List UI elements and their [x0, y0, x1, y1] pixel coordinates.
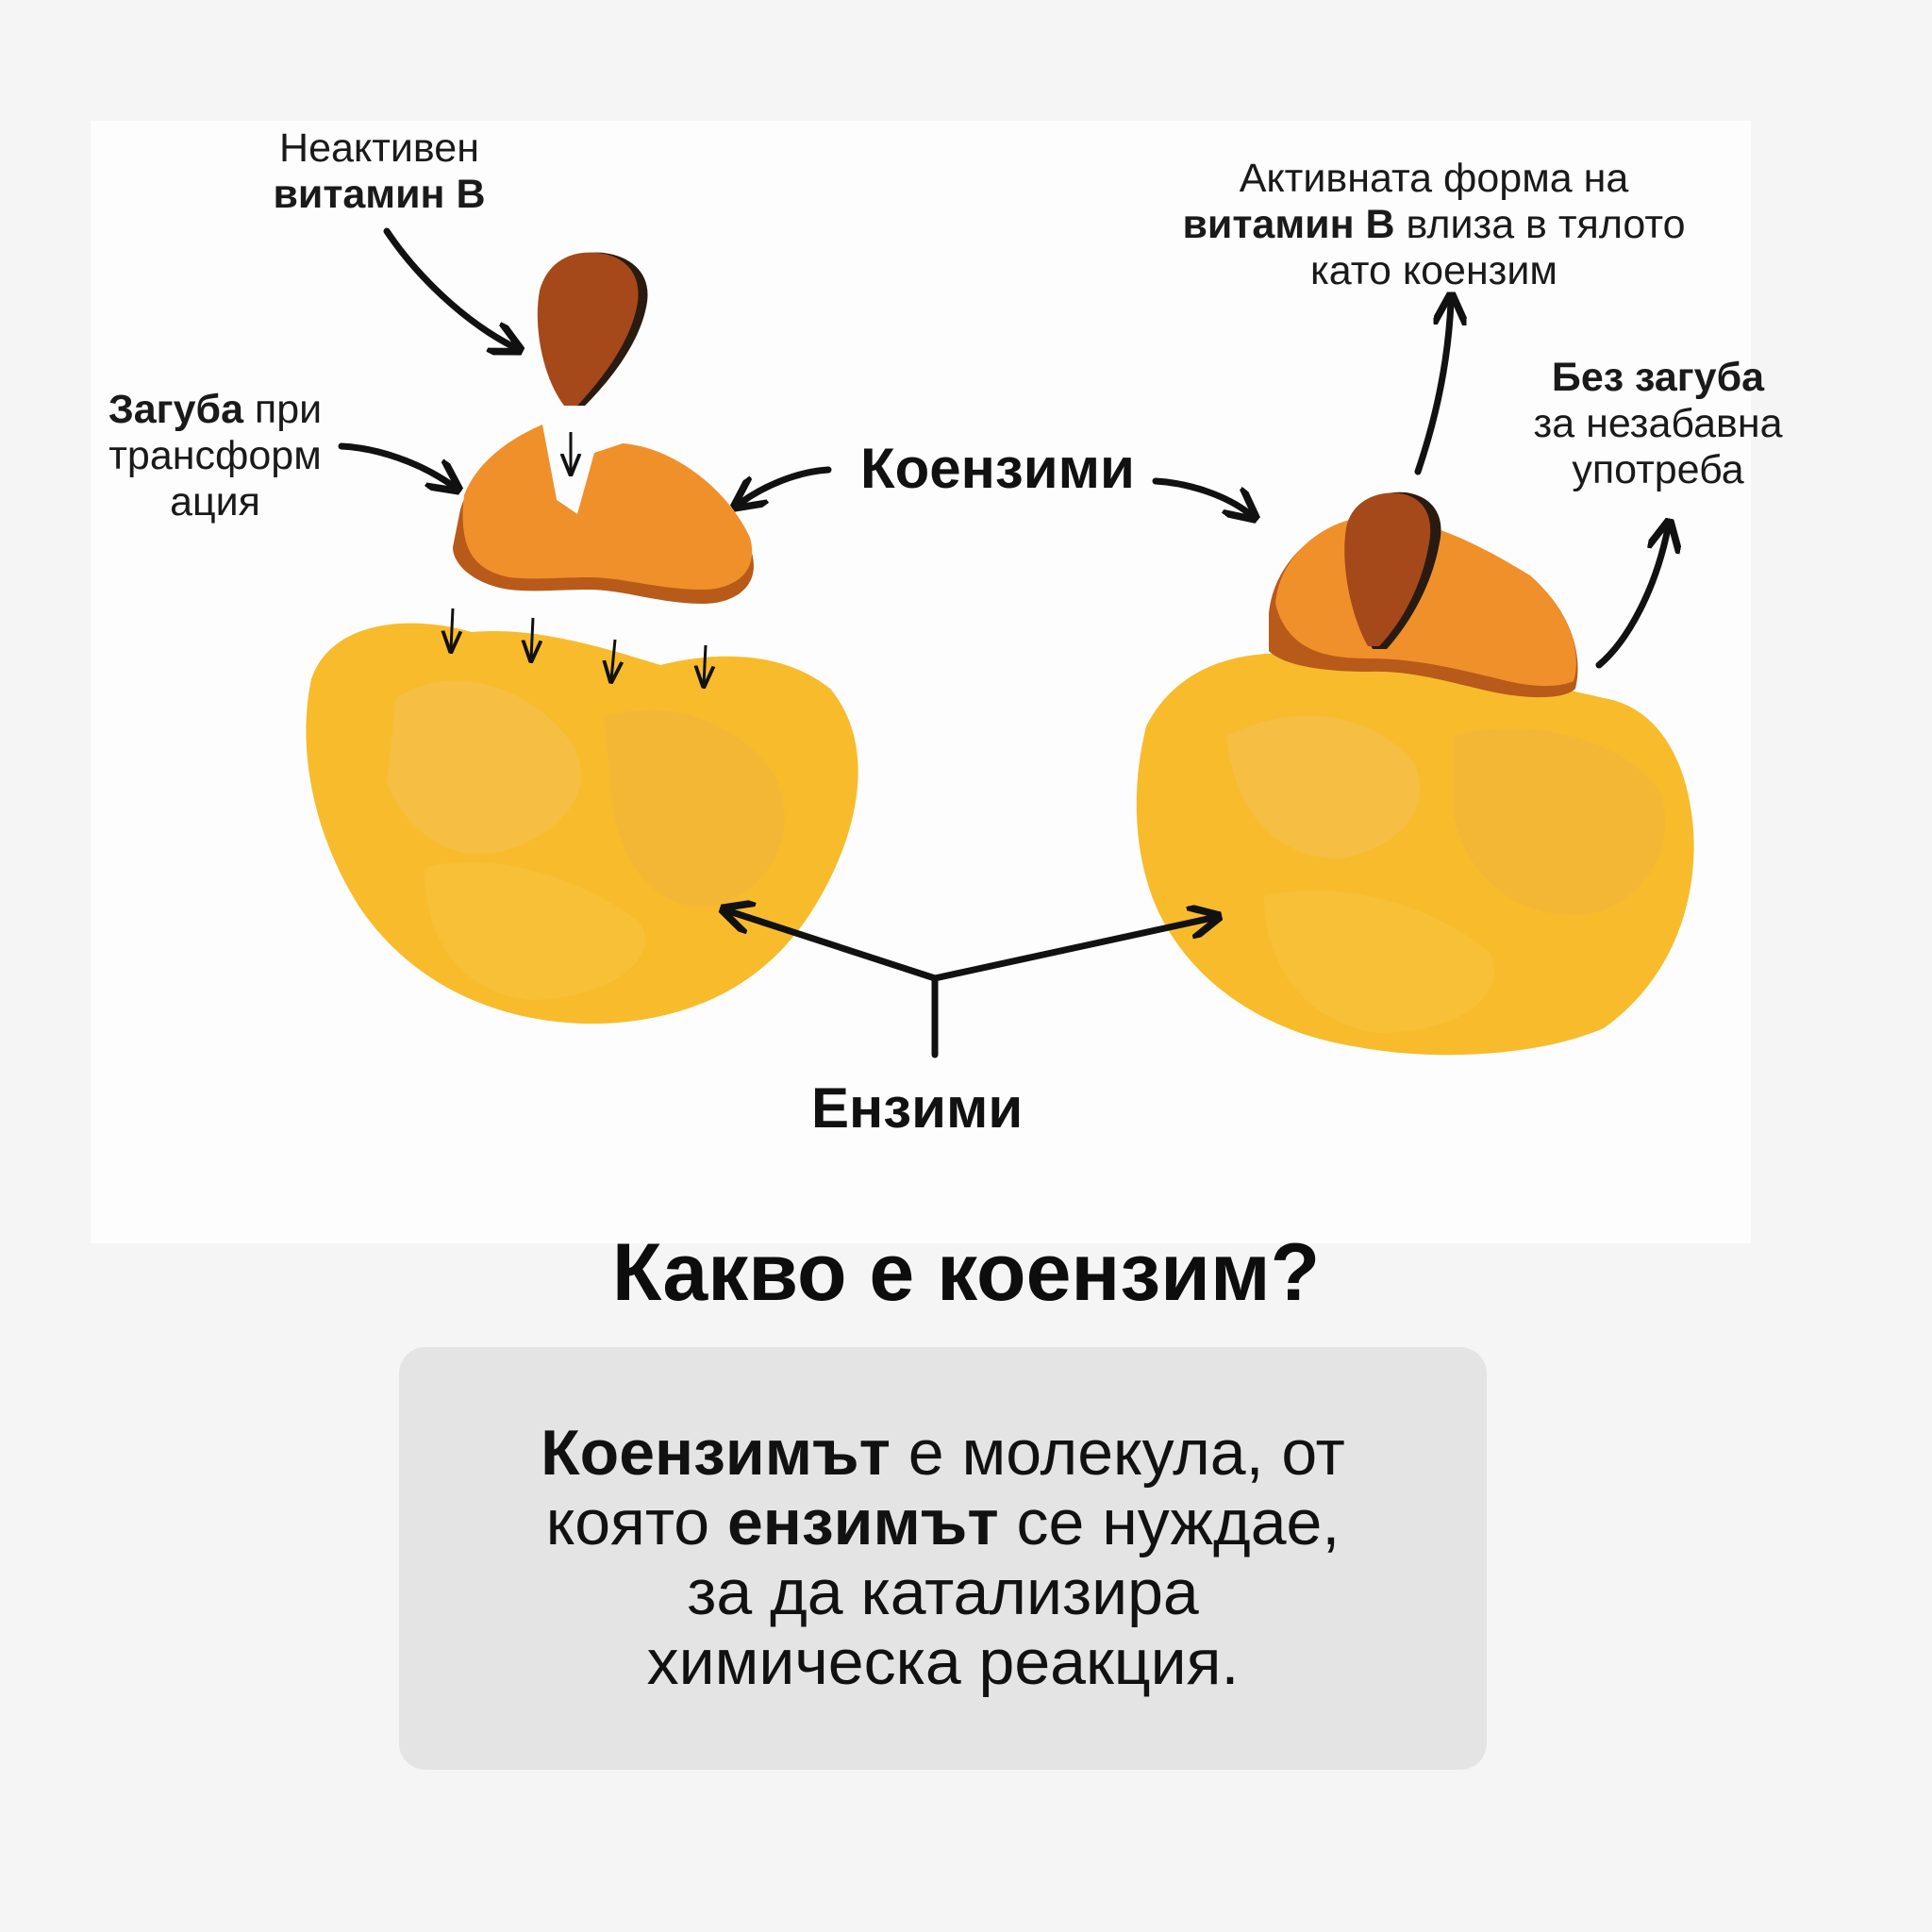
label-noloss-bold: Без загуба [1552, 355, 1764, 400]
label-noloss-line3: употреба [1509, 447, 1807, 493]
label-noloss-line2: за незабавна [1509, 401, 1807, 447]
label-active-vitamin: Активната форма на витамин B влиза в тял… [1132, 156, 1736, 294]
coenzyme-left [453, 425, 754, 604]
definition-bold-coenzyme: Коензимът [541, 1417, 891, 1489]
label-no-loss: Без загуба за незабавна употреба [1509, 355, 1807, 493]
definition-text2: която [546, 1487, 727, 1558]
arrow-no-loss [1599, 528, 1668, 665]
arrow-to-vitamin [387, 231, 514, 347]
label-loss-bold: Загуба [108, 387, 243, 432]
label-active-line3: като коензим [1132, 248, 1736, 294]
label-loss-rest: при [243, 387, 322, 432]
label-inactive-line1: Неактивен [247, 125, 511, 172]
vitamin-b-inactive [538, 253, 648, 406]
enzyme-right [1137, 654, 1694, 1056]
arrow-coenzyme-left [741, 470, 828, 503]
definition-text1: е молекула, от [891, 1417, 1345, 1489]
label-loss-line3: ация [87, 479, 343, 525]
label-inactive-vitamin: Неактивен витамин B [247, 125, 511, 218]
arrow-active-up [1418, 302, 1451, 472]
label-enzymes: Ензими [811, 1075, 1023, 1141]
label-active-line1: Активната форма на [1132, 156, 1736, 202]
definition-card: Коензимът е молекула, от която ензимът с… [399, 1347, 1487, 1770]
label-inactive-line2: витамин B [273, 172, 485, 217]
definition-line4: химическа реакция. [399, 1627, 1487, 1697]
definition-text: Коензимът е молекула, от която ензимът с… [399, 1418, 1487, 1697]
definition-bold-enzyme: ензимът [727, 1487, 999, 1558]
label-coenzymes: Коензими [860, 436, 1135, 501]
page-title: Какво е коензим? [0, 1226, 1932, 1320]
coenzyme-right [1269, 492, 1578, 697]
label-active-rest: влиза в тялото [1395, 202, 1686, 247]
arrow-to-loss [341, 446, 453, 486]
arrow-coenzyme-right [1156, 481, 1250, 514]
definition-text3: се нуждае, [999, 1487, 1341, 1558]
label-loss: Загуба при трансформ ация [87, 387, 343, 525]
enzyme-left [306, 624, 858, 1024]
label-active-bold: витамин B [1183, 202, 1395, 247]
definition-line3: за да катализира [399, 1557, 1487, 1627]
enzyme-arrow-right [935, 918, 1212, 978]
label-loss-line2: трансформ [87, 433, 343, 479]
